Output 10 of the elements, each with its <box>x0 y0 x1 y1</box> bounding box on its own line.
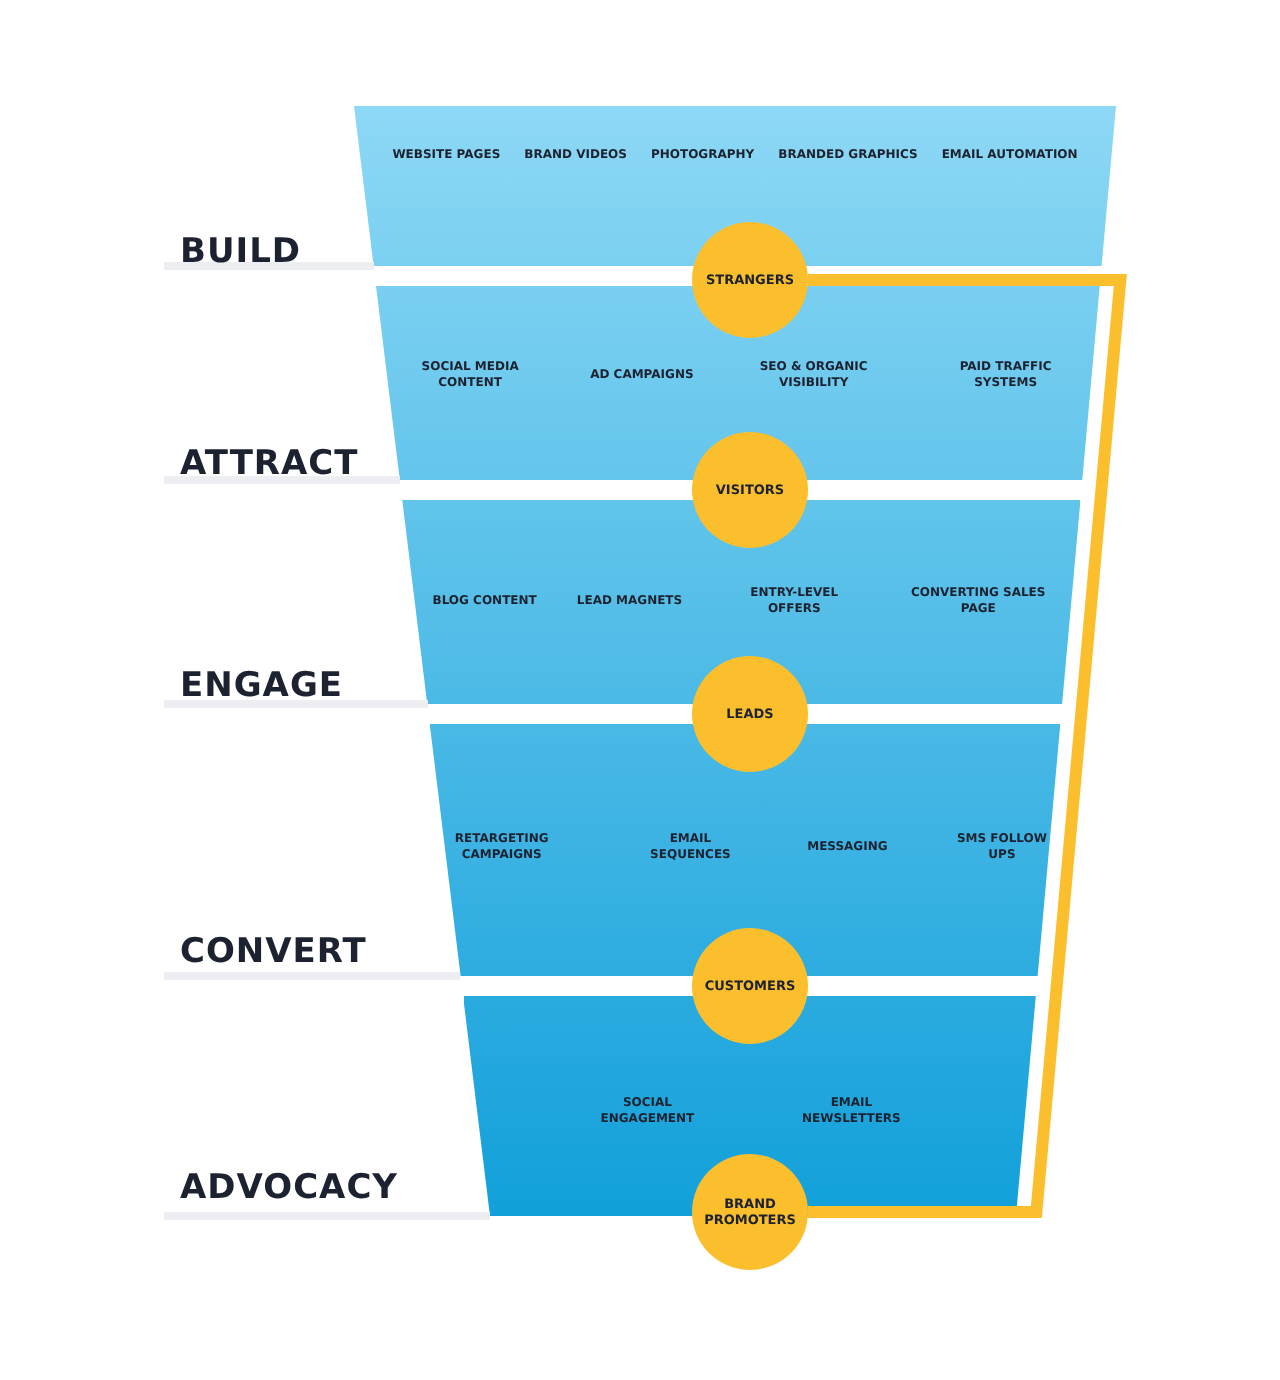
funnel-band <box>429 724 1061 976</box>
stage-label: BUILD <box>180 232 302 272</box>
funnel-band <box>463 996 1036 1216</box>
stage-label: CONVERT <box>180 932 367 972</box>
stage-label: ATTRACT <box>180 444 359 484</box>
funnel-band <box>376 286 1100 480</box>
stage-label: ADVOCACY <box>180 1168 398 1208</box>
stage-label: ENGAGE <box>180 666 344 706</box>
funnel-band <box>402 500 1081 704</box>
connector-line <box>808 274 1127 1218</box>
